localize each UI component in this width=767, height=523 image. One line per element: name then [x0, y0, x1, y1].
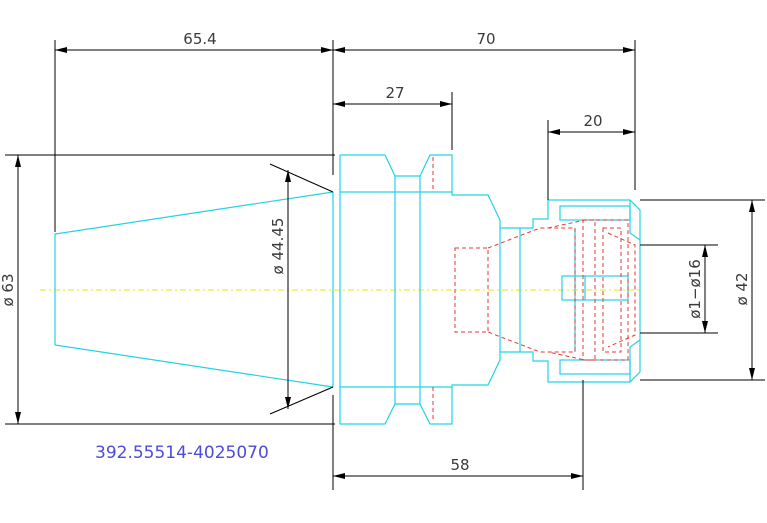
dim-total-length: 70	[476, 30, 495, 48]
part-number: 392.55514-4025070	[95, 443, 269, 463]
dim-body-length: 58	[450, 456, 469, 474]
extension-lines	[5, 40, 765, 490]
dim-clamping-range: ø1−ø16	[686, 259, 704, 319]
dim-nut-length: 20	[583, 112, 602, 130]
collet-nut	[500, 199, 641, 383]
dim-flange-diameter: ø 63	[0, 273, 17, 306]
dim-nut-diameter: ø 42	[733, 272, 751, 305]
dim-taper-diameter: ø 44.45	[269, 218, 287, 275]
dim-taper-length: 65.4	[183, 30, 216, 48]
taper-shank	[54, 191, 334, 388]
hidden-lines	[432, 157, 636, 422]
dim-flange-length: 27	[385, 84, 404, 102]
flange	[339, 154, 501, 425]
dimension-lines	[15, 47, 755, 479]
